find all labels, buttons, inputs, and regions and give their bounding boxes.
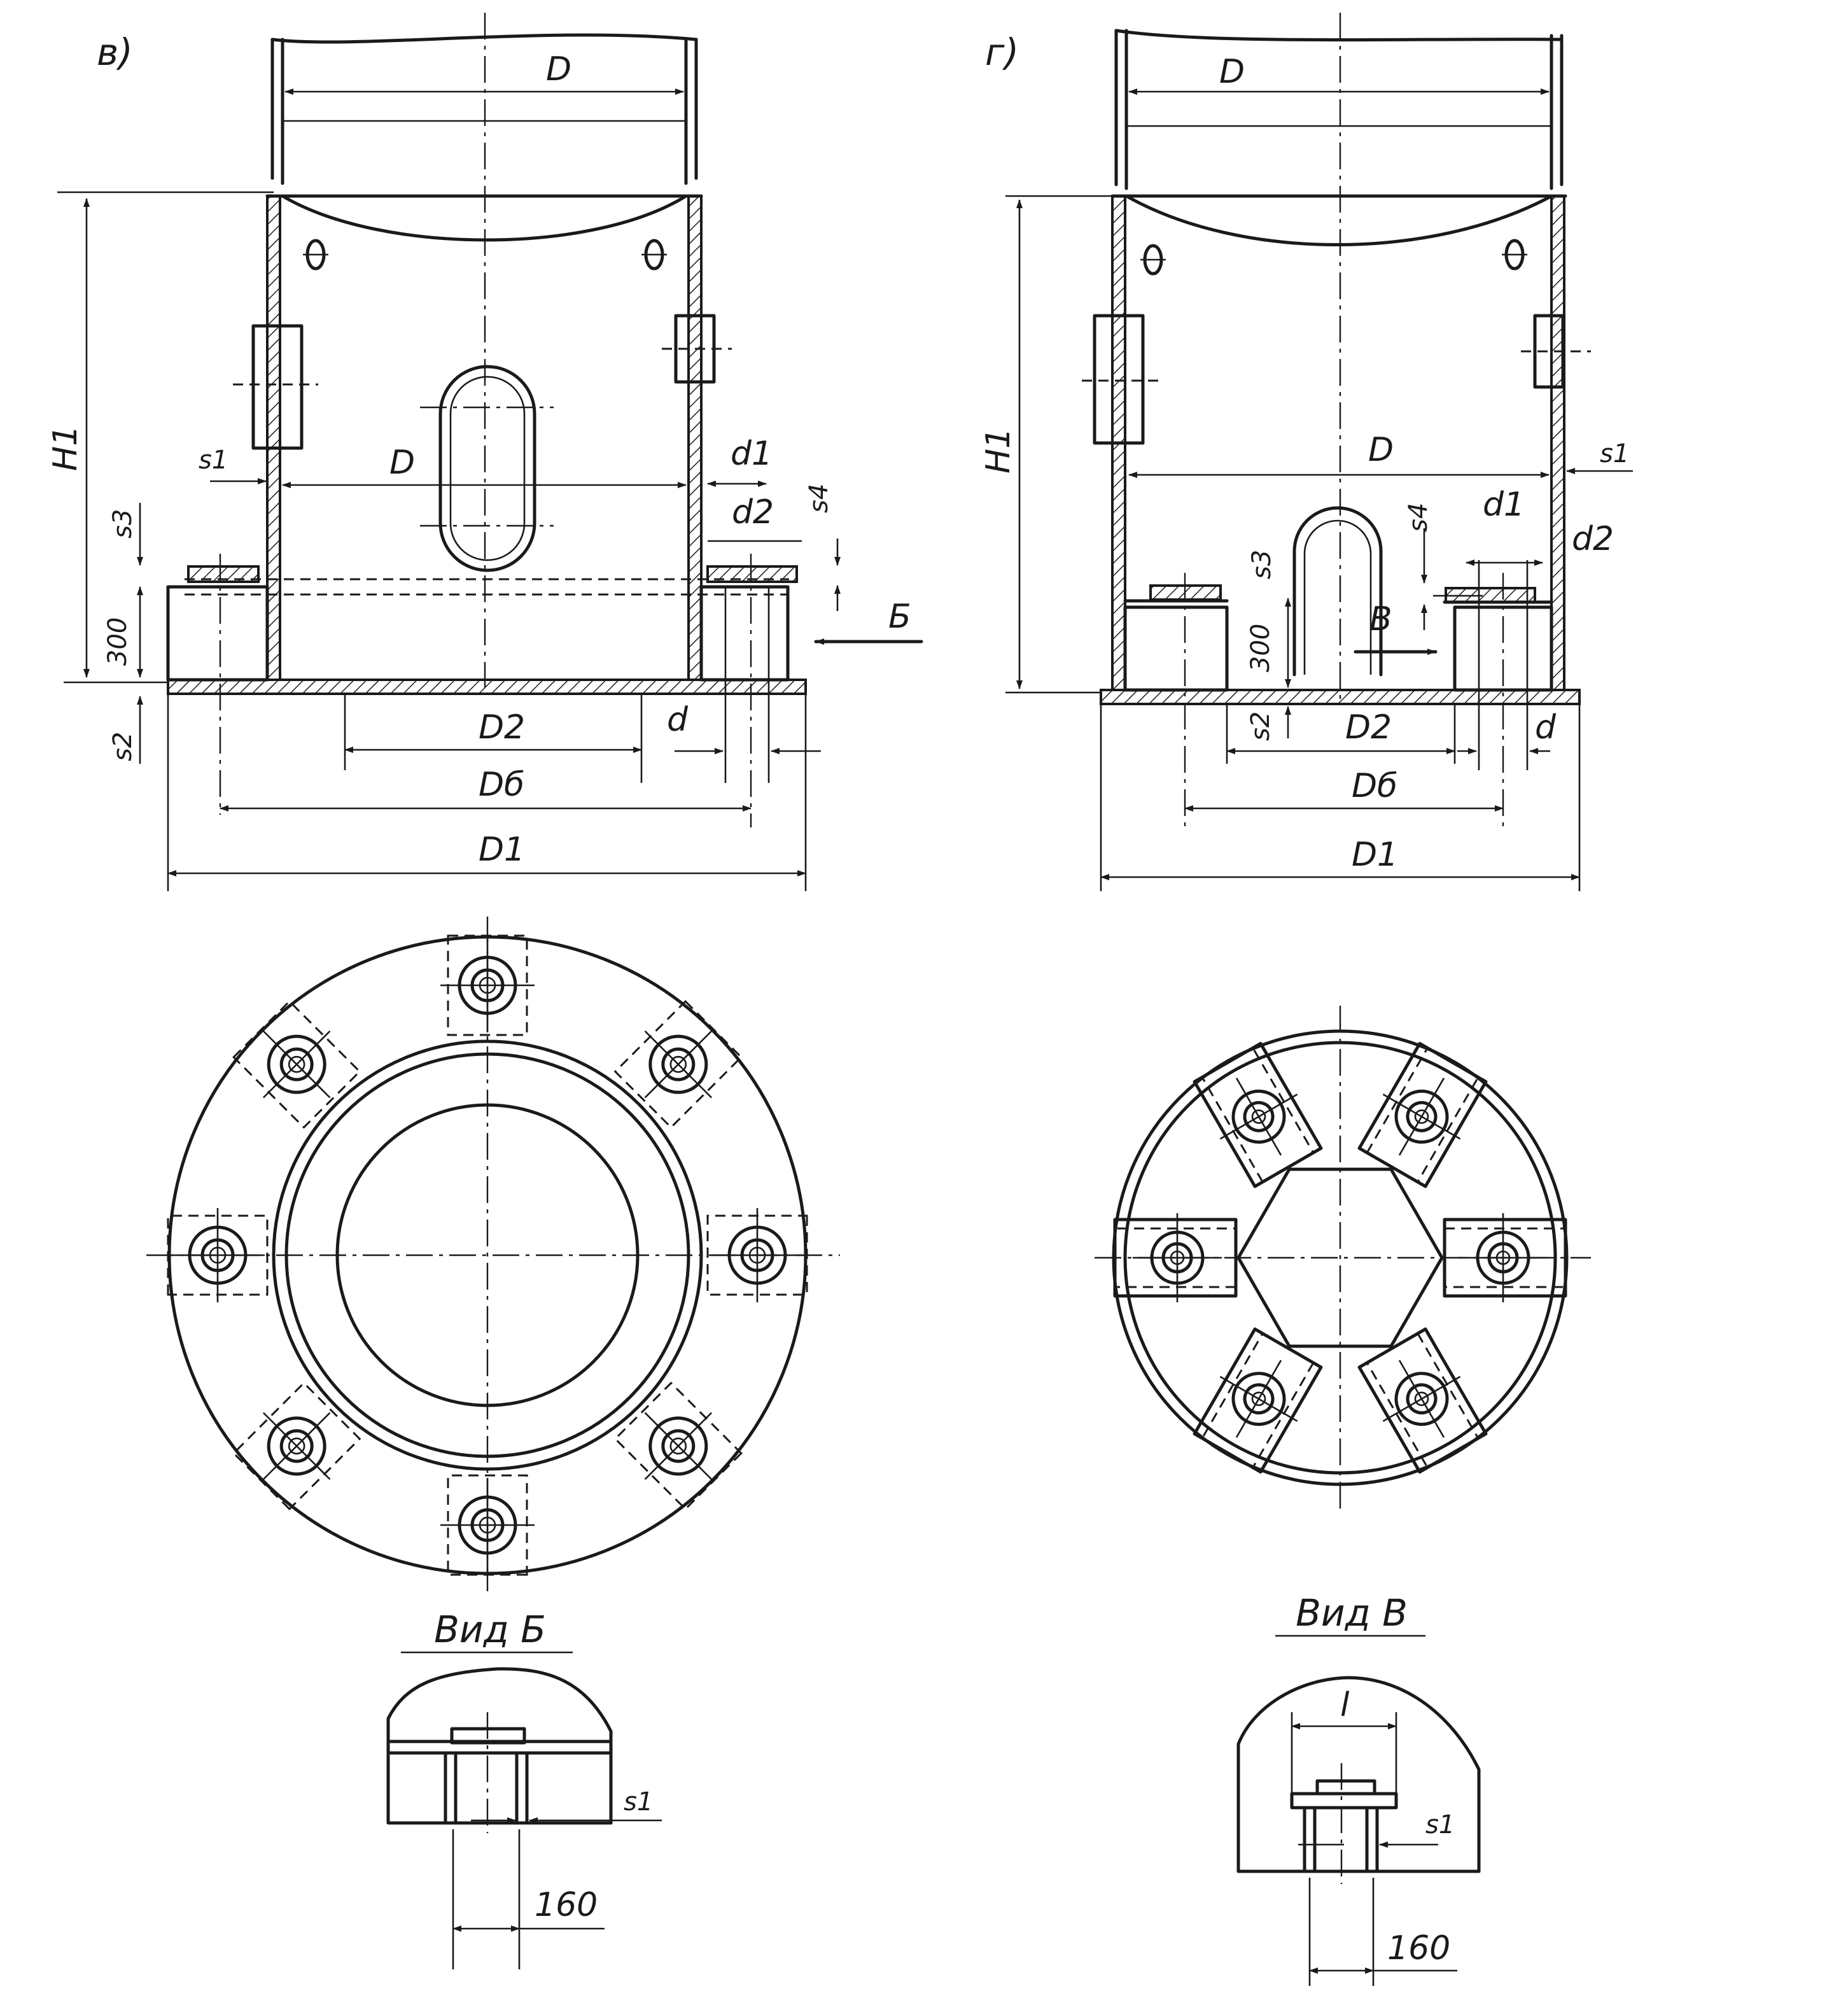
anchor-bolt: [440, 934, 535, 1036]
chair-inner: [1201, 1332, 1315, 1469]
dim-D1-v: D1: [479, 831, 525, 869]
manhole: [438, 365, 536, 572]
bolt-washer-left: [187, 565, 260, 583]
detail-view-b: s1 160: [386, 1667, 662, 1969]
bolt-axis: [1382, 1375, 1461, 1422]
chair-inner: [1443, 1227, 1567, 1288]
anchor-bolt: [613, 1381, 743, 1510]
anchor-chair: [1357, 1327, 1488, 1474]
anchor-bolt: [706, 1208, 808, 1302]
dim-Db-g: Dб: [1352, 767, 1397, 805]
anchor-bolt: [232, 1381, 361, 1510]
caption-view-v: Вид В: [1296, 1591, 1408, 1635]
arched-opening: [1292, 506, 1383, 677]
dim-s2-v: s2: [108, 732, 137, 761]
anchor-bolt: [613, 1000, 743, 1129]
plan-view-g: [1095, 1006, 1591, 1515]
vessel-break-line-g: [1114, 29, 1562, 42]
dim-H1-v: H1: [46, 425, 85, 471]
dim-D-top-g: D: [1219, 53, 1245, 91]
anchor-chairs-g: [1113, 1041, 1567, 1474]
dim-160-detail-b: 160: [535, 1886, 598, 1924]
dim-s1-detail-b: s1: [624, 1787, 653, 1817]
dim-300-g: 300: [1246, 624, 1275, 672]
dim-d2-v: d2: [732, 493, 774, 531]
anchor-chair: [1443, 1213, 1567, 1302]
skirt-wall-right: [687, 195, 703, 681]
dim-s3-v: s3: [108, 509, 137, 538]
anchor-bolts-v: [167, 934, 808, 1576]
dim-s1-g: s1: [1600, 439, 1629, 468]
anchor-chair-left: [166, 585, 269, 682]
bolt-axis: [1219, 1375, 1298, 1422]
dim-d1-v: d1: [731, 435, 773, 473]
chair-inner: [1366, 1046, 1480, 1184]
view-label-g: г): [985, 31, 1019, 74]
dim-s1-detail-v: s1: [1425, 1810, 1455, 1840]
anchor-chair: [1193, 1327, 1323, 1474]
dim-s3-g: s3: [1247, 550, 1277, 579]
dim-300-v: 300: [103, 617, 132, 666]
view-arrow-b-label: Б: [888, 598, 911, 636]
detail-view-v: l s1 160: [1236, 1676, 1481, 1986]
elevation-g: г): [979, 13, 1633, 891]
chair-inner: [1114, 1227, 1237, 1288]
anchor-bolt: [440, 1474, 535, 1576]
plan-view-v: [146, 917, 840, 1591]
dim-D-mid-g: D: [1368, 431, 1394, 469]
bolt-axis: [262, 1412, 331, 1481]
dim-s2-g: s2: [1246, 712, 1275, 741]
dim-d2-g: d2: [1572, 520, 1614, 558]
base-plate: [167, 679, 807, 695]
dim-D-top-v: D: [546, 50, 571, 88]
view-arrow-v-label: В: [1369, 600, 1392, 638]
base-plate-g: [1100, 689, 1581, 705]
anchor-chair: [1193, 1041, 1323, 1188]
chair-inner: [1201, 1046, 1315, 1184]
caption-view-b: Вид Б: [434, 1608, 546, 1651]
dim-d-v: d: [667, 701, 689, 739]
bolt-axis: [262, 1030, 331, 1099]
bolt-axis: [644, 1030, 713, 1099]
dim-D-mid-v: D: [389, 444, 415, 482]
anchor-bolt: [167, 1208, 269, 1302]
anchor-bolt: [232, 1000, 361, 1129]
dim-H1-g: H1: [979, 428, 1018, 474]
support-lug-left-g: [1093, 314, 1145, 445]
support-lug-left: [251, 324, 304, 450]
vessel-break-line: [270, 33, 698, 44]
skirt-wall-left: [266, 195, 281, 681]
anchor-chair-left-g: [1123, 605, 1229, 692]
chair-inner: [1366, 1332, 1480, 1469]
dim-d-g: d: [1535, 708, 1557, 747]
detail-bolt-cap-g: [1315, 1779, 1376, 1796]
dim-s4-v: s4: [804, 484, 834, 513]
bolt-washer-right: [706, 565, 798, 583]
dim-D2-v: D2: [479, 708, 525, 747]
dim-d1-g: d1: [1483, 486, 1525, 524]
elevation-v: в): [46, 13, 923, 891]
dim-s1-v: s1: [199, 446, 228, 475]
bolt-axis: [1219, 1094, 1298, 1140]
skirt-wall-right-g: [1550, 195, 1565, 691]
bolt-axis: [1382, 1094, 1461, 1140]
dim-l-detail-v: l: [1340, 1686, 1350, 1724]
anchor-chair: [1113, 1213, 1238, 1302]
vessel-bottom-head: [281, 194, 688, 242]
vessel-bottom-head-g: [1124, 194, 1553, 246]
dim-s4-g: s4: [1404, 503, 1433, 532]
anchor-chair-right: [699, 585, 790, 682]
anchor-chair: [1357, 1041, 1488, 1188]
bolt-axis: [644, 1412, 713, 1481]
dim-D2-g: D2: [1345, 708, 1392, 747]
dim-160-detail-v: 160: [1387, 1929, 1450, 1967]
dim-D1-g: D1: [1352, 836, 1398, 874]
dim-Db-v: Dб: [479, 766, 524, 804]
view-label-v: в): [97, 31, 133, 74]
